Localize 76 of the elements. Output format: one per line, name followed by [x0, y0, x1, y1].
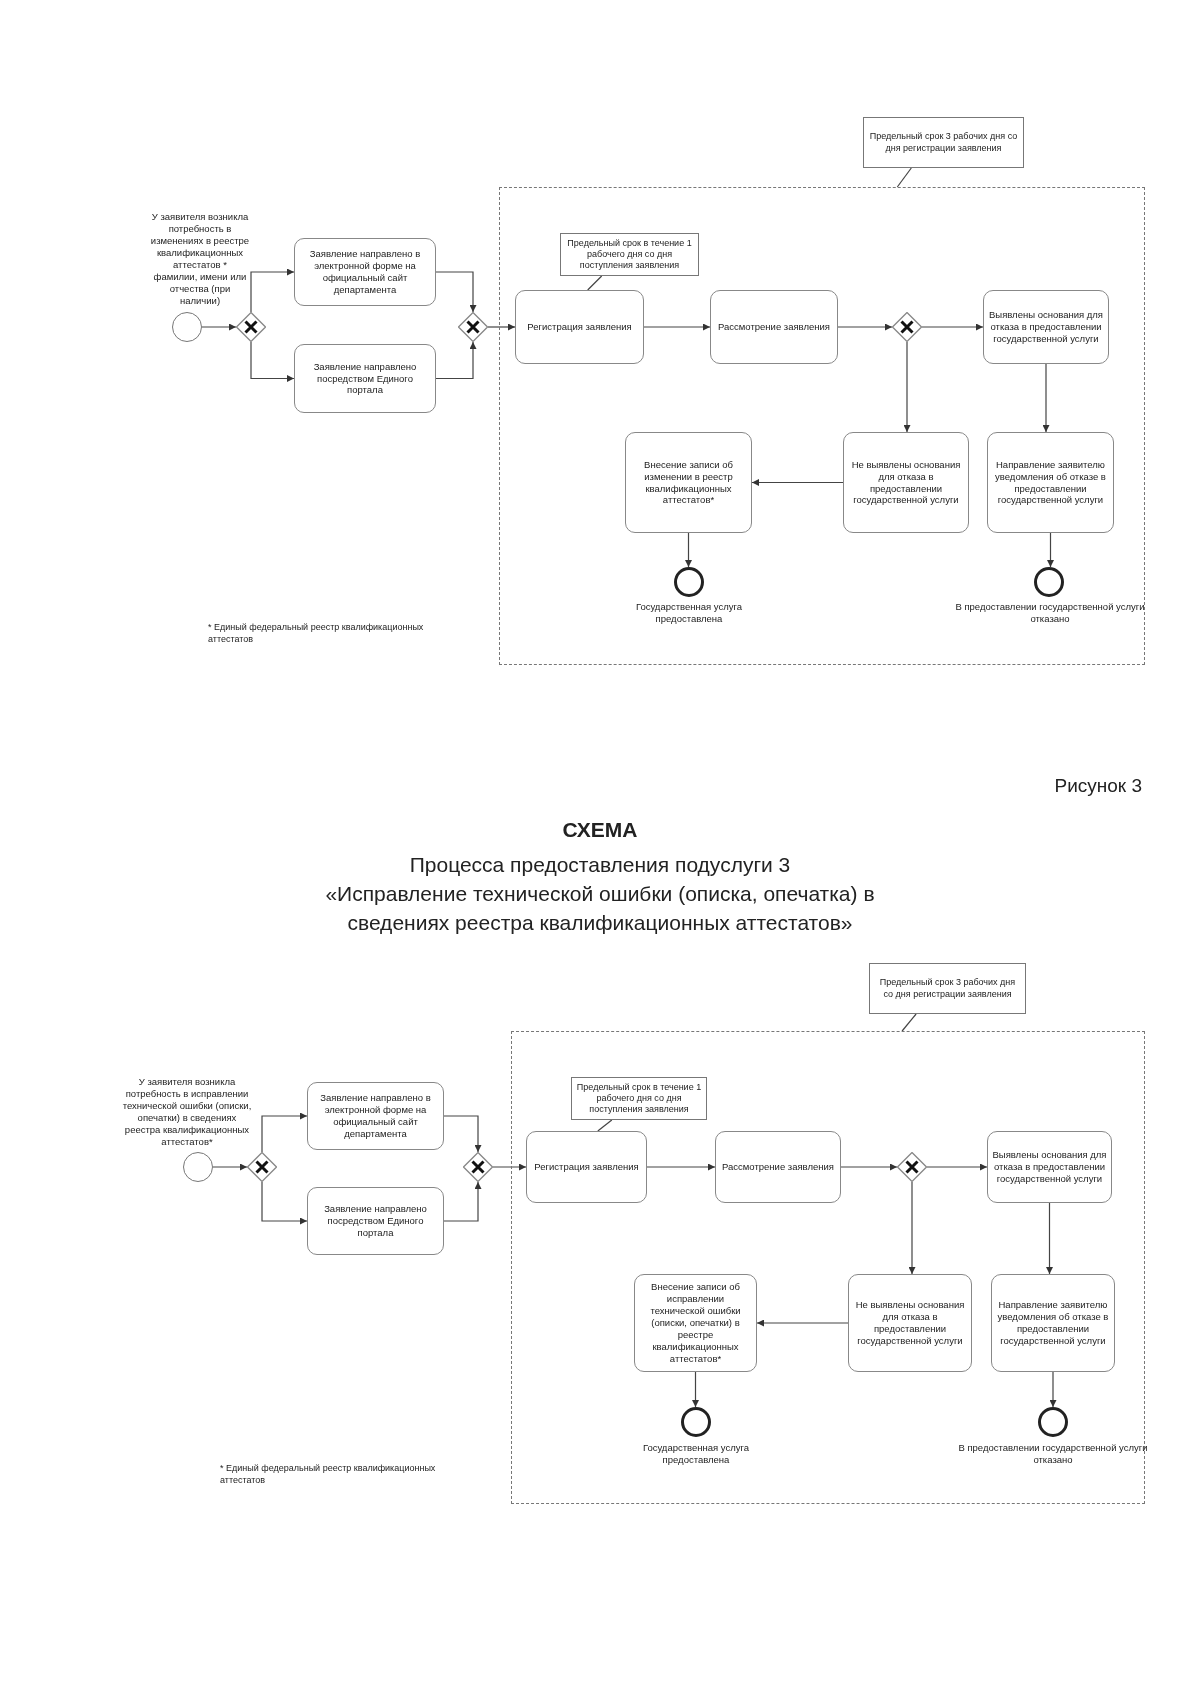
arrow — [443, 1115, 482, 1153]
annotation-box: Предельный срок в течение 1 рабочего дня со дня поступления заявления — [560, 233, 699, 276]
task-box: Внесение записи об изменении в реестр квалификационных аттестатов* — [625, 432, 752, 533]
annotation-box: Предельный срок в течение 1 рабочего дня со дня поступления заявления — [571, 1077, 707, 1120]
arrow — [212, 1163, 248, 1171]
task-box: Рассмотрение заявления — [715, 1131, 841, 1203]
end-event-circle — [681, 1407, 711, 1437]
arrow — [1046, 1202, 1053, 1275]
end-event-circle — [674, 567, 704, 597]
event-description: В предоставлении государственной услуги отказано — [955, 601, 1145, 626]
leader-line — [597, 1119, 613, 1132]
arrow — [646, 1163, 716, 1171]
figure-number: Рисунок 3 — [1054, 775, 1142, 797]
dashed-group-frame — [511, 1031, 1145, 1504]
task-box: Не выявлены основания для отказа в предоставлении государственной услуги — [843, 432, 969, 533]
leader-line — [587, 275, 603, 291]
arrow — [643, 323, 711, 331]
arrow — [250, 341, 295, 382]
arrow — [751, 479, 844, 486]
arrow — [492, 1163, 527, 1171]
task-box: Не выявлены основания для отказа в предоставлении государственной услуги — [848, 1274, 972, 1372]
end-event-circle — [1038, 1407, 1068, 1437]
task-box: Заявление направлено в электронной форме на официальный сайт департамента — [294, 238, 436, 306]
exclusive-gateway-diamond — [897, 1152, 927, 1182]
diagram-subtitle: Процесса предоставления подуслуги 3 — [408, 852, 792, 878]
task-box: Рассмотрение заявления — [710, 290, 838, 364]
exclusive-gateway-diamond — [236, 312, 266, 342]
arrow — [926, 1163, 988, 1171]
arrow — [250, 268, 295, 313]
arrow — [443, 1181, 482, 1222]
task-box: Заявление направлено посредством Единого портала — [294, 344, 436, 413]
dashed-group-frame — [499, 187, 1145, 665]
event-description: Государственная услуга предоставлена — [641, 1442, 751, 1467]
end-event-circle — [1034, 567, 1064, 597]
arrow — [692, 1371, 699, 1408]
arrow — [261, 1181, 308, 1225]
task-box: Выявлены основания для отказа в предоставлении государственной услуги — [983, 290, 1109, 364]
task-box: Регистрация заявления — [515, 290, 644, 364]
diagram-title: СХЕМА — [561, 818, 639, 842]
event-description: У заявителя возникла потребность в исправлении технической ошибки (описки, опечатки) в сведениях реестра квалификационных аттестатов* — [121, 1076, 253, 1149]
arrow — [1049, 1371, 1057, 1408]
arrow — [261, 1112, 308, 1153]
footnote: * Единый федеральный реестр квалификационных аттестатов — [220, 1463, 437, 1487]
exclusive-gateway-diamond — [463, 1152, 493, 1182]
arrow — [756, 1319, 849, 1327]
task-box: Внесение записи об исправлении технической ошибки (описки, опечатки) в реестре квалификационных аттестатов* — [634, 1274, 757, 1372]
arrow — [903, 341, 911, 433]
arrow — [1047, 532, 1054, 568]
task-box: Заявление направлено посредством Единого портала — [307, 1187, 444, 1255]
event-description: В предоставлении государственной услуги отказано — [958, 1442, 1148, 1467]
leader-line — [896, 167, 912, 188]
arrow — [908, 1181, 916, 1275]
task-box: Направление заявителю уведомления об отказе в предоставлении государственной услуги — [991, 1274, 1115, 1372]
arrow — [837, 323, 893, 331]
arrow — [435, 271, 477, 313]
exclusive-gateway-diamond — [458, 312, 488, 342]
arrow — [921, 323, 984, 331]
arrow — [840, 1163, 898, 1171]
task-box: Направление заявителю уведомления об отказе в предоставлении государственной услуги — [987, 432, 1114, 533]
diagram-subtitle: «Исправление технической ошибки (описка, опечатка) в сведениях реестра квалификационных аттестатов» — [324, 881, 876, 937]
arrow — [201, 323, 237, 331]
annotation-box: Предельный срок 3 рабочих дня со дня регистрации заявления — [869, 963, 1026, 1014]
footnote: * Единый федеральный реестр квалификационных аттестатов — [208, 622, 425, 646]
annotation-box: Предельный срок 3 рабочих дня со дня регистрации заявления — [863, 117, 1024, 168]
event-description: Государственная услуга предоставлена — [634, 601, 744, 626]
arrow — [1042, 363, 1050, 433]
exclusive-gateway-diamond — [247, 1152, 277, 1182]
event-description: У заявителя возникла потребность в изменениях в реестре квалификационных аттестатов * фамилии, имени или отчества (при наличии) — [150, 211, 250, 308]
arrow — [487, 323, 516, 331]
arrow — [685, 532, 692, 568]
task-box: Регистрация заявления — [526, 1131, 647, 1203]
exclusive-gateway-diamond — [892, 312, 922, 342]
arrow — [435, 341, 477, 380]
task-box: Заявление направлено в электронной форме на официальный сайт департамента — [307, 1082, 444, 1150]
task-box: Выявлены основания для отказа в предоставлении государственной услуги — [987, 1131, 1112, 1203]
leader-line — [901, 1013, 917, 1032]
